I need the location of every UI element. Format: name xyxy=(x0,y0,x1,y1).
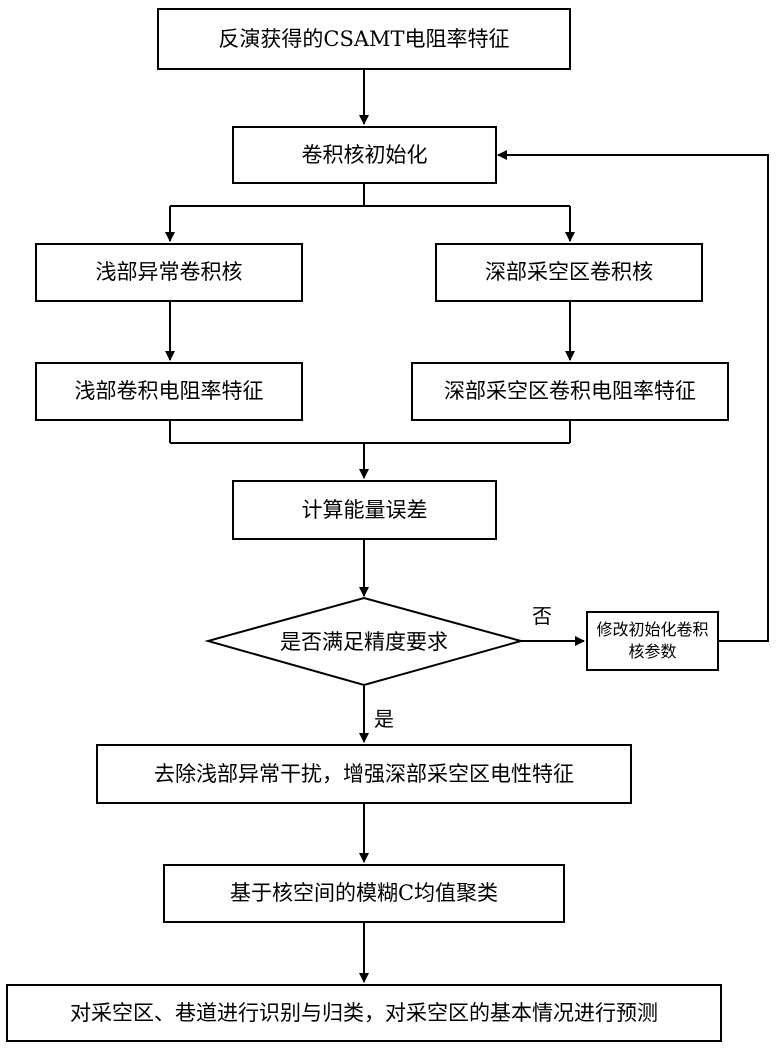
node-kernel-init: 卷积核初始化 xyxy=(232,126,497,184)
node-remove-interference: 去除浅部异常干扰，增强深部采空区电性特征 xyxy=(96,744,632,804)
label-yes: 是 xyxy=(374,703,394,732)
node-modify-kernel: 修改初始化卷积核参数 xyxy=(586,611,719,671)
node-kfcm-clustering: 基于核空间的模糊C均值聚类 xyxy=(163,864,565,923)
node-energy-error: 计算能量误差 xyxy=(232,480,497,540)
node-identify-predict: 对采空区、巷道进行识别与归类，对采空区的基本情况进行预测 xyxy=(6,984,722,1042)
decision-text: 是否满足精度要求 xyxy=(240,620,488,662)
node-shallow-resistivity: 浅部卷积电阻率特征 xyxy=(35,362,303,421)
node-shallow-kernel: 浅部异常卷积核 xyxy=(35,243,303,302)
label-no: 否 xyxy=(532,600,552,629)
node-deep-kernel: 深部采空区卷积核 xyxy=(435,243,703,302)
node-csamt-resistivity: 反演获得的CSAMT电阻率特征 xyxy=(157,8,571,70)
node-deep-resistivity: 深部采空区卷积电阻率特征 xyxy=(411,362,729,421)
